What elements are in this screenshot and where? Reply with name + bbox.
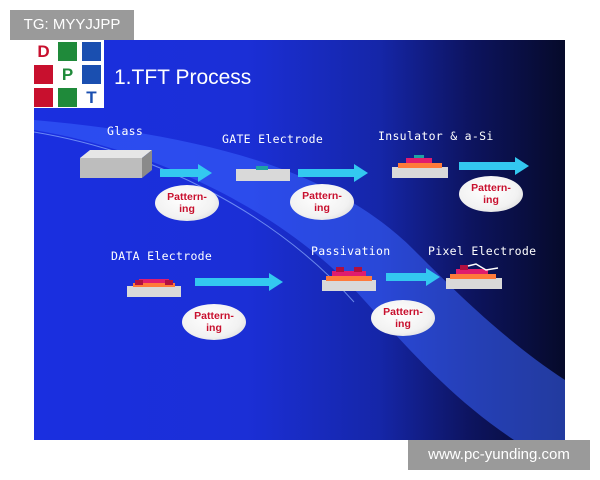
slide-title: 1.TFT Process [114,66,252,89]
logo-letter-t: T [86,88,97,107]
passivation-device-icon [322,267,376,291]
patterning-label: Pattern- ing [471,182,511,206]
patterning-bubble: Pattern- ing [155,185,219,221]
step-label-pixel: Pixel Electrode [428,244,537,258]
patterning-label: Pattern- ing [167,191,207,215]
flow-arrow-icon [160,164,212,182]
step-label-glass: Glass [107,124,144,138]
logo-square [58,88,77,107]
step-label-gate: GATE Electrode [222,132,324,146]
step-label-passivation: Passivation [311,244,391,258]
dpt-logo: D P T [32,40,104,108]
patterning-bubble: Pattern- ing [459,176,523,212]
logo-square [58,42,77,61]
patterning-bubble: Pattern- ing [371,300,435,336]
flow-arrow-icon [298,164,368,182]
gate-electrode-device-icon [236,166,290,181]
patterning-label: Pattern- ing [383,306,423,330]
patterning-label: Pattern- ing [302,190,342,214]
logo-square [34,88,53,107]
glass-substrate-icon [80,150,152,178]
logo-square [82,42,101,61]
top-left-watermark: TG: MYYJJPP [10,10,134,40]
step-label-insulator: Insulator & a-Si [378,129,494,143]
step-label-data: DATA Electrode [111,249,213,263]
slide-background [34,40,565,440]
flow-arrow-icon [459,157,529,175]
logo-letter-p: P [61,65,74,84]
logo-square [34,65,53,84]
patterning-label: Pattern- ing [194,310,234,334]
patterning-bubble: Pattern- ing [182,304,246,340]
flow-arrow-icon [195,273,283,291]
patterning-bubble: Pattern- ing [290,184,354,220]
pixel-electrode-device-icon [446,263,502,289]
curved-sweep-shape [34,120,565,440]
insulator-device-icon [392,155,448,178]
bottom-right-watermark: www.pc-yunding.com [408,440,590,470]
logo-square [82,65,101,84]
flow-arrow-icon [386,268,440,286]
logo-letter-d: D [37,42,50,61]
data-electrode-device-icon [127,279,181,297]
